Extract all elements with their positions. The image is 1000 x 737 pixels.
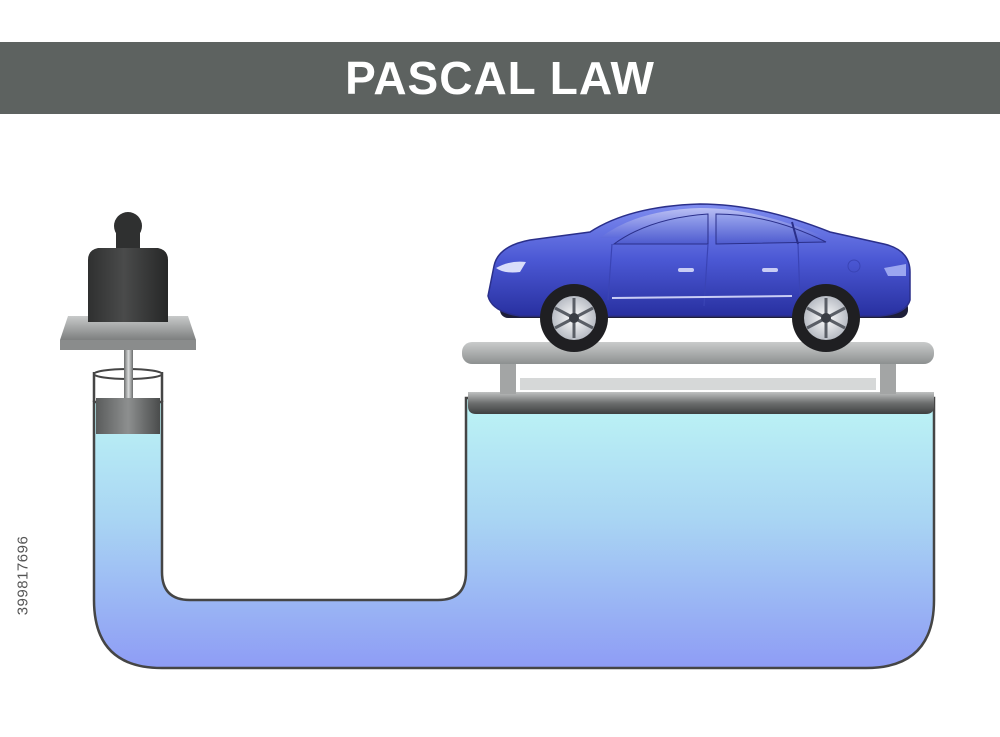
title-bar-background (0, 42, 1000, 114)
small-piston (60, 316, 196, 434)
front-wheel-icon (540, 284, 608, 352)
rear-wheel-icon (792, 284, 860, 352)
page-title: PASCAL LAW (345, 52, 655, 104)
weight-icon (88, 212, 168, 322)
side-id-label: 399817696 (14, 500, 32, 650)
fluid-vessel (92, 396, 936, 670)
car-platform (462, 342, 934, 378)
large-piston (468, 362, 934, 414)
title-bar: PASCAL LAW (0, 42, 1000, 114)
car-icon (487, 203, 911, 352)
side-id-text: 399817696 (14, 535, 32, 615)
